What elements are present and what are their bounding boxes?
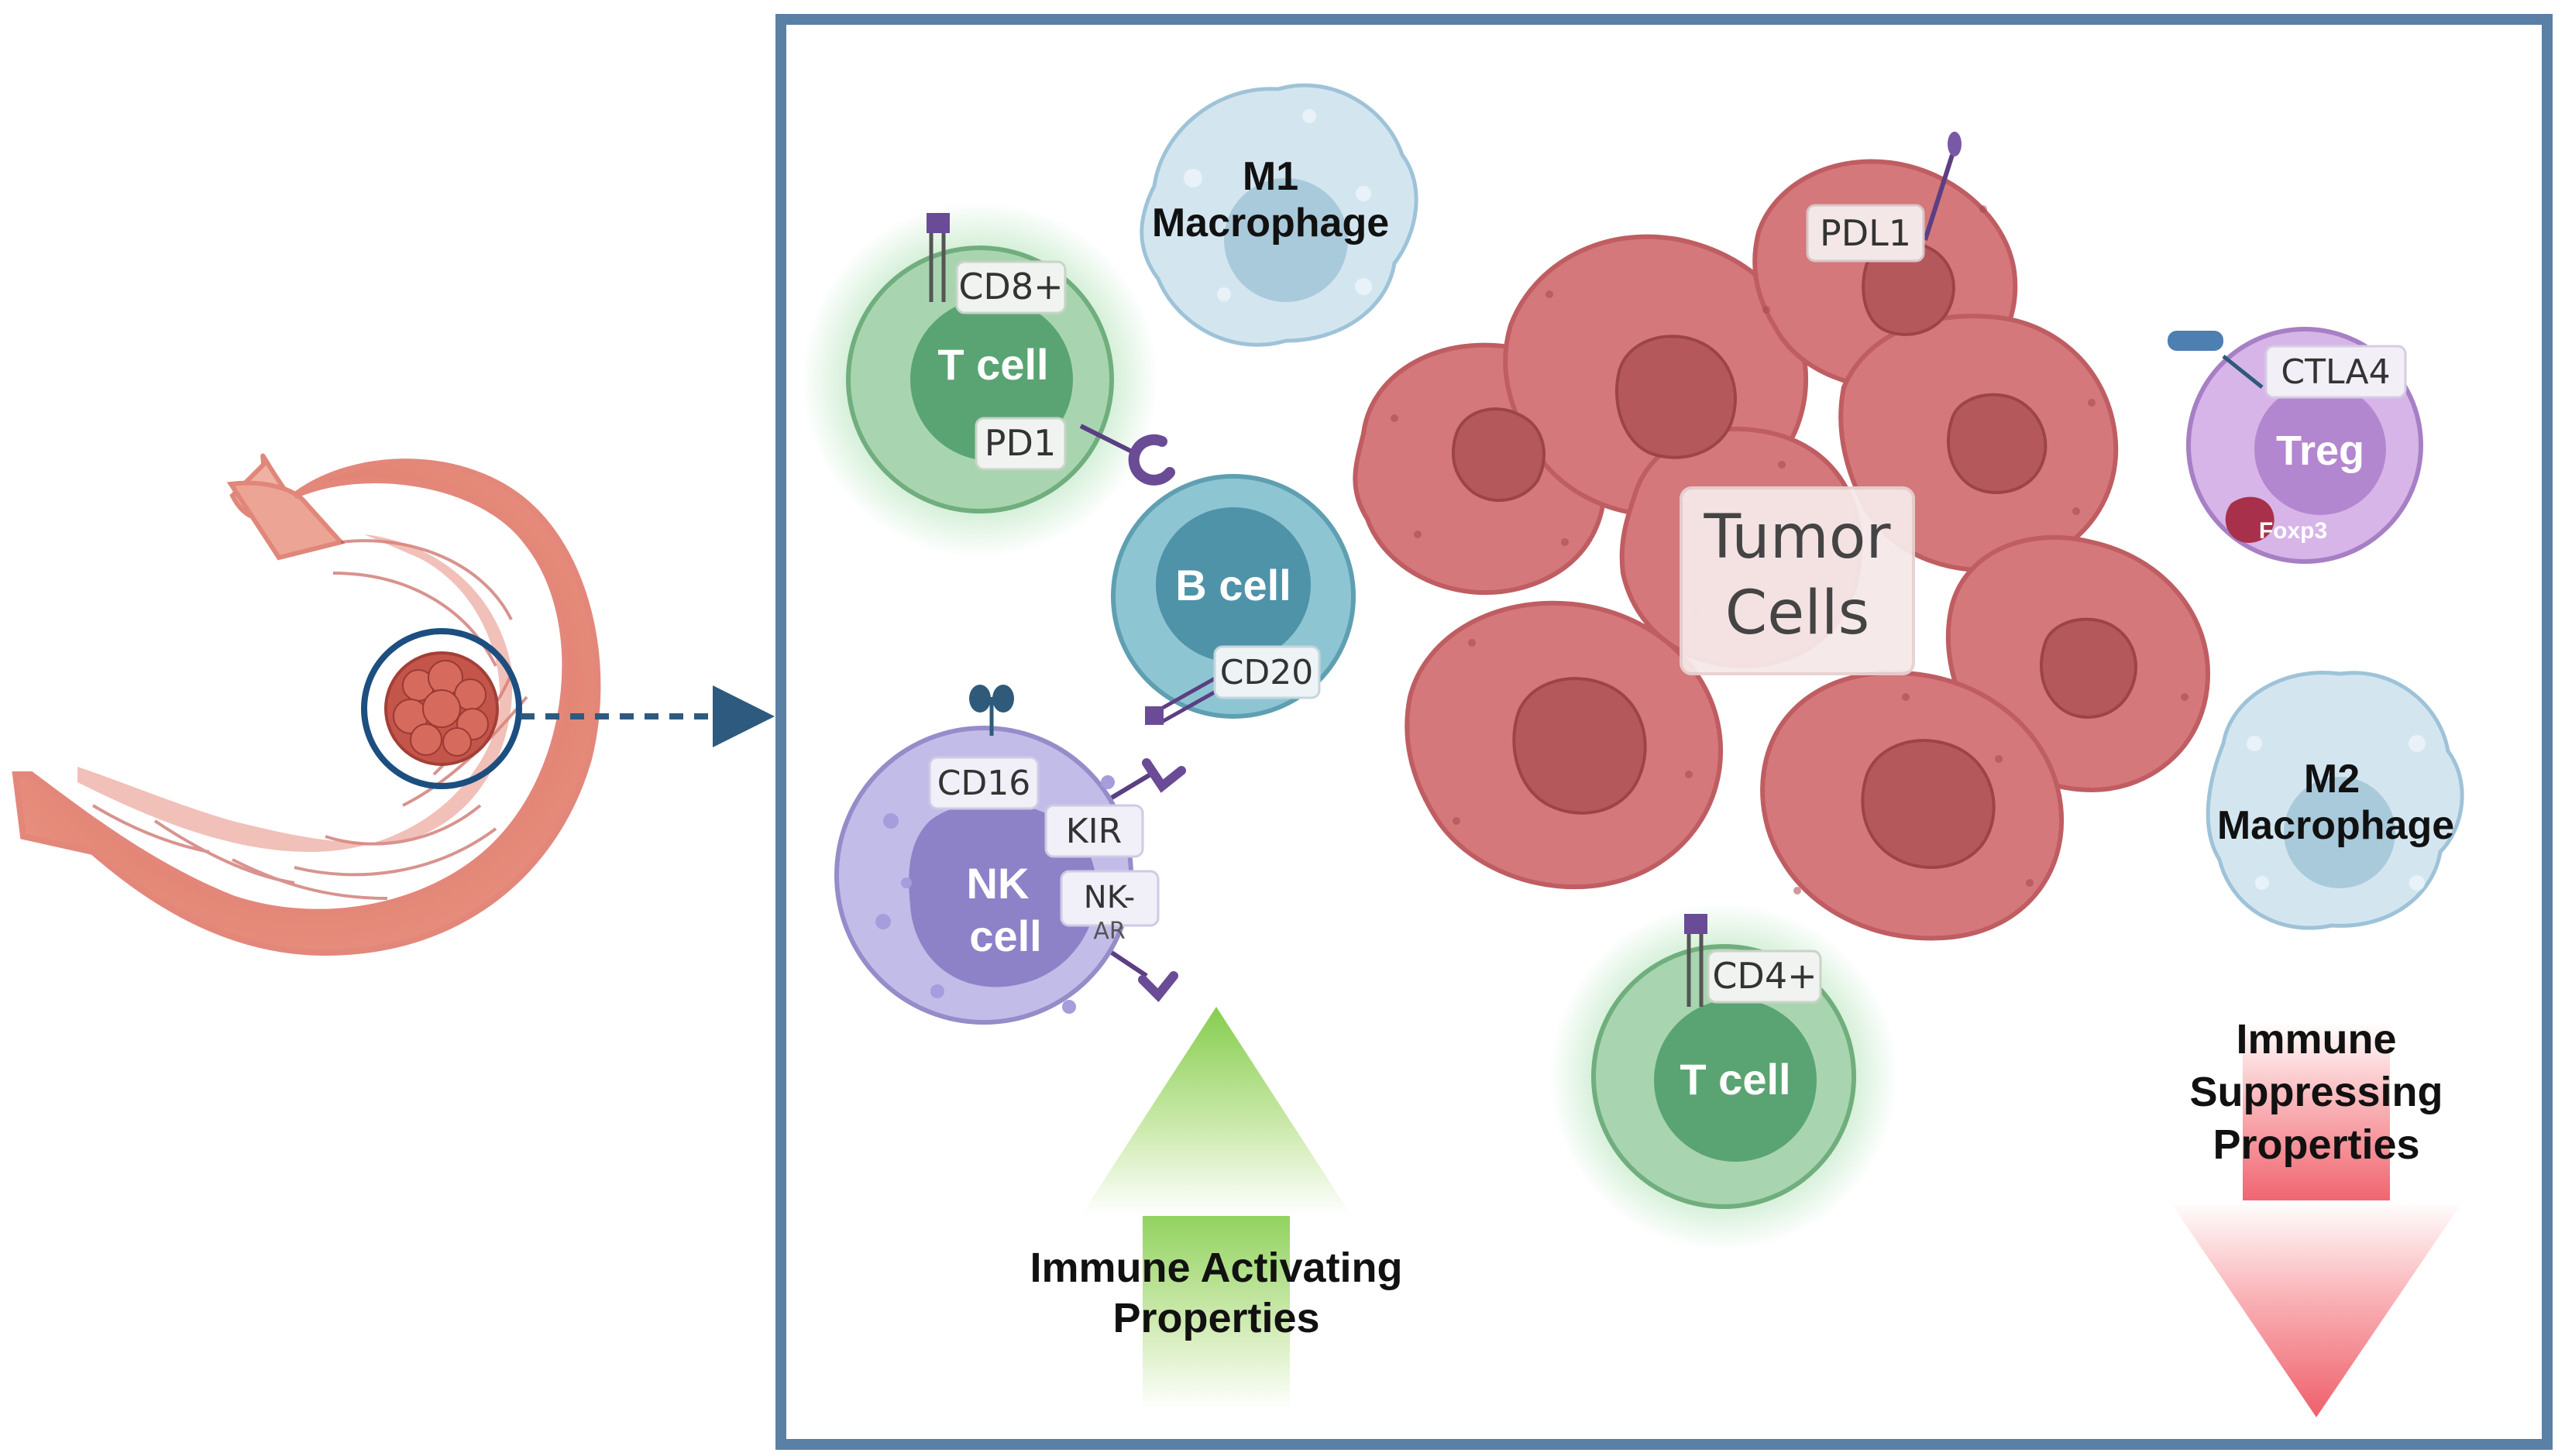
suppressing-label-line2: Suppressing <box>2189 1069 2443 1115</box>
m1-label-line1: M1 <box>1243 154 1298 199</box>
ctla4-label-box <box>2264 345 2407 399</box>
pd1-label-box <box>975 417 1067 471</box>
nkar-label-line1: NK- <box>1084 880 1135 915</box>
cd8-label-box <box>955 260 1067 314</box>
pdl1-label: PDL1 <box>1820 212 1911 254</box>
suppressing-label-line1: Immune <box>2236 1016 2396 1063</box>
stomach-illustration <box>12 453 775 956</box>
tumor-label-line1: Tumor <box>1703 503 1891 572</box>
pdl1-label-box <box>1806 204 1925 263</box>
suppressing-label-line3: Properties <box>2213 1121 2419 1168</box>
ctla4-label: CTLA4 <box>2281 352 2390 392</box>
m1-macrophage <box>1140 83 1418 347</box>
m2-macrophage <box>2206 671 2464 930</box>
tumor-label-box <box>1680 486 1915 675</box>
kir-label: KIR <box>1066 812 1122 851</box>
foxp3-label: Foxp3 <box>2259 518 2327 544</box>
treg-name: Treg <box>2276 428 2364 474</box>
cd16-label-box <box>928 756 1040 810</box>
cd4-label: CD4+ <box>1712 955 1817 997</box>
m2-label-line2: Macrophage <box>2217 803 2454 848</box>
suppressing-arrow <box>2169 1022 2464 1417</box>
m1-label-line2: Macrophage <box>1152 201 1389 246</box>
b-cell-name: B cell <box>1175 561 1291 610</box>
nk-cell-name-line2: cell <box>969 912 1041 960</box>
cd8-t-cell-name: T cell <box>937 340 1048 389</box>
m2-label-line1: M2 <box>2304 757 2360 802</box>
nkar-label-line2: AR <box>1093 918 1125 945</box>
pd1-label: PD1 <box>985 422 1056 464</box>
cd16-label: CD16 <box>937 764 1031 803</box>
cd20-label: CD20 <box>1220 653 1314 692</box>
cd20-label-box <box>1213 645 1321 699</box>
cd4-label-box <box>1707 949 1822 1004</box>
kir-label-box <box>1044 804 1144 858</box>
activating-arrow <box>1081 1007 1352 1410</box>
cd4-t-cell-name: T cell <box>1680 1055 1790 1104</box>
tumor-label-line2: Cells <box>1725 579 1869 648</box>
cd8-label: CD8+ <box>958 266 1063 307</box>
activating-label-line1: Immune Activating <box>1030 1245 1402 1291</box>
nk-cell-name-line1: NK <box>967 859 1030 908</box>
activating-label-line2: Properties <box>1112 1295 1319 1341</box>
panel-frame <box>775 14 2553 1450</box>
nkar-label-box <box>1060 870 1160 927</box>
